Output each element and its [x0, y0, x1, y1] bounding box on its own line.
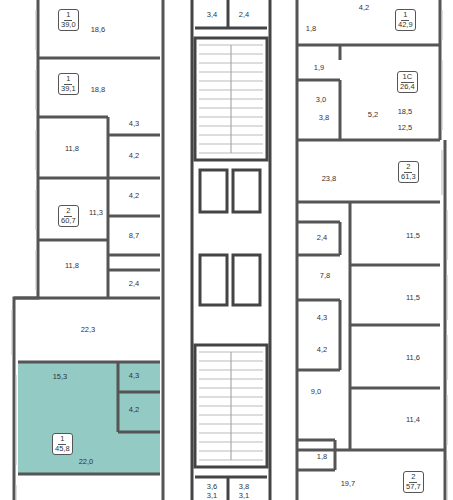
room-area: 1,9 [314, 64, 324, 72]
flat-area: 39,0 [61, 21, 76, 30]
room-area: 22,0 [79, 458, 94, 466]
room-count: 1 [58, 435, 66, 445]
core [192, 0, 270, 500]
room-area: 1,8 [306, 25, 316, 33]
room-area: 12,5 [398, 124, 413, 132]
flat-area: 42,9 [398, 21, 413, 30]
room-area: 4,2 [317, 346, 327, 354]
highlighted-flat [18, 362, 160, 474]
room-count: 2 [409, 473, 417, 483]
room-area: 22,3 [81, 326, 96, 334]
room-area: 3,8 [319, 114, 329, 122]
room-area: 3,6 [207, 483, 217, 491]
room-area: 18,8 [91, 86, 106, 94]
room-area: 3,8 [239, 483, 249, 491]
room-area: 4,2 [129, 406, 139, 414]
room-area: 3,0 [316, 96, 326, 104]
apartment-badge: 145,8 [52, 433, 73, 455]
apartment-badge: 139,1 [58, 73, 79, 95]
room-area: 3,1 [207, 492, 217, 500]
room-count: 2 [64, 207, 72, 217]
windows [12, 10, 447, 500]
room-count: 1 [401, 11, 409, 21]
room-area: 4,3 [317, 314, 327, 322]
room-area: 5,2 [368, 111, 378, 119]
flat-area: 57,7 [406, 483, 421, 492]
room-area: 11,3 [89, 209, 103, 217]
room-area: 11,8 [65, 145, 79, 153]
walls [14, 0, 445, 500]
room-count: 1 [64, 75, 72, 85]
room-area: 18,5 [398, 108, 413, 116]
room-area: 11,5 [406, 294, 420, 302]
room-area: 4,2 [129, 192, 139, 200]
room-area: 11,5 [406, 232, 420, 240]
flat-area: 26,4 [400, 83, 415, 92]
room-area: 2,4 [239, 11, 249, 19]
room-area: 3,1 [239, 492, 249, 500]
flat-area: 60,7 [61, 217, 76, 226]
flat-area: 61,3 [401, 173, 416, 182]
room-area: 3,4 [207, 11, 217, 19]
room-area: 19,7 [341, 480, 356, 488]
flat-area: 39,1 [61, 85, 76, 94]
room-area: 2,4 [317, 234, 327, 242]
room-area: 23,8 [322, 175, 337, 183]
room-area: 8,7 [129, 232, 139, 240]
room-area: 15,3 [53, 373, 68, 381]
room-count: 1 [64, 11, 72, 21]
room-area: 2,4 [129, 280, 139, 288]
room-area: 1,8 [317, 453, 327, 461]
room-area: 18,6 [91, 26, 106, 34]
room-area: 11,8 [65, 262, 79, 270]
room-area: 11,4 [406, 416, 420, 424]
room-area: 7,8 [320, 272, 330, 280]
apartment-badge: 1С26,4 [397, 71, 418, 93]
apartment-badge: 260,7 [58, 205, 79, 227]
room-count: 2 [404, 163, 412, 173]
room-area: 9,0 [311, 388, 321, 396]
room-area: 4,3 [129, 372, 139, 380]
flat-area: 45,8 [55, 445, 70, 454]
room-area: 4,2 [129, 152, 139, 160]
room-count: 1С [401, 73, 415, 83]
room-area: 4,2 [359, 4, 369, 12]
room-area: 11,6 [406, 354, 420, 362]
stair-steps [231, 45, 232, 460]
room-area: 4,3 [129, 120, 139, 128]
apartment-badge: 261,3 [398, 161, 419, 183]
apartment-badge: 139,0 [58, 9, 79, 31]
apartment-badge: 142,9 [395, 9, 416, 31]
stair-treads [199, 45, 263, 460]
apartment-badge: 257,7 [403, 471, 424, 493]
